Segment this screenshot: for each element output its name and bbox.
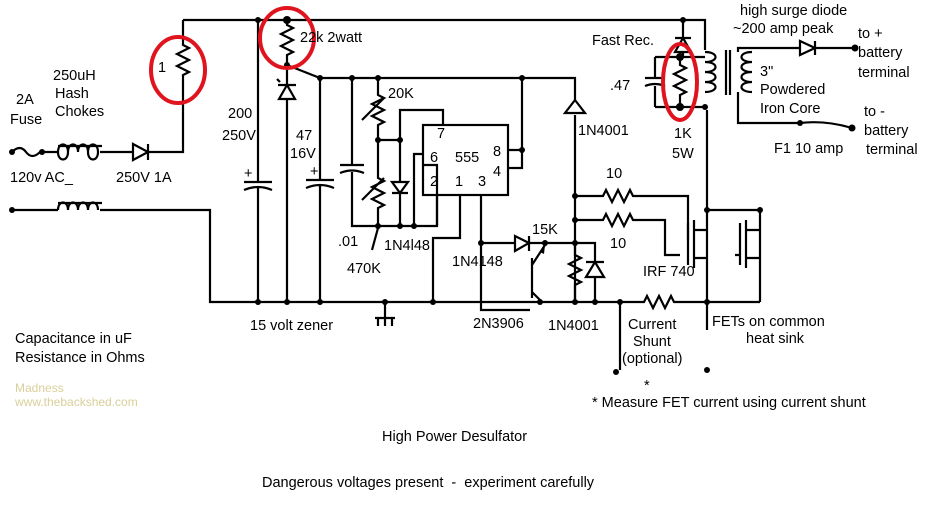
label: 250V	[222, 128, 256, 144]
label: high surge diode	[740, 3, 847, 19]
label: 5W	[672, 146, 694, 162]
label: 1	[158, 60, 166, 76]
label: battery	[858, 45, 903, 61]
fet-1	[686, 220, 707, 268]
label: IRF 740	[643, 264, 695, 280]
label: Current	[628, 317, 676, 333]
label: 250uH	[53, 68, 96, 84]
label: 2A	[16, 92, 34, 108]
legend-capacitance: Capacitance in uF	[15, 331, 132, 347]
label: 22k 2watt	[300, 30, 362, 46]
highlight-22k	[258, 6, 316, 70]
label: ~200 amp peak	[733, 21, 834, 37]
label: 1	[455, 174, 463, 190]
labels: 1 250uH Hash Chokes 2A Fuse 120v AC_ 250…	[10, 3, 918, 491]
label: 1N4148	[452, 254, 503, 270]
surge-diode	[798, 39, 818, 57]
label: Chokes	[55, 104, 104, 120]
label: 6	[430, 150, 438, 166]
label: terminal	[866, 142, 918, 158]
label: battery	[864, 123, 909, 139]
choke-1	[56, 143, 100, 161]
label: to +	[858, 26, 883, 42]
label: 10	[606, 166, 622, 182]
label: terminal	[858, 65, 910, 81]
measure-note: * Measure FET current using current shun…	[592, 395, 866, 411]
watermark: www.thebackshed.com	[14, 395, 138, 409]
label: 15K	[532, 222, 558, 238]
label: 1K	[674, 126, 692, 142]
label: Fast Rec.	[592, 33, 654, 49]
label: 10	[610, 236, 626, 252]
label: 3	[478, 174, 486, 190]
fet-2	[735, 220, 760, 268]
label: 2N3906	[473, 316, 524, 332]
svg-text:+: +	[244, 166, 252, 182]
wires: + +	[9, 16, 859, 375]
label: 7	[437, 126, 445, 142]
label: 250V 1A	[116, 170, 172, 186]
transformer-secondary	[740, 50, 753, 94]
label: F1 10 amp	[774, 141, 843, 157]
label: heat sink	[746, 331, 805, 347]
label: 2	[430, 174, 438, 190]
label: Powdered	[760, 82, 825, 98]
label: 47	[296, 128, 312, 144]
label: Shunt	[633, 334, 671, 350]
label: FETs on common	[712, 314, 825, 330]
legend-resistance: Resistance in Ohms	[15, 350, 145, 366]
label: 470K	[347, 261, 381, 277]
label: 8	[493, 144, 501, 160]
transformer-primary	[704, 50, 717, 94]
label: 4	[493, 164, 501, 180]
diagram-title: High Power Desulfator	[382, 429, 527, 445]
label: 1N4001	[548, 318, 599, 334]
label: Hash	[55, 86, 89, 102]
label: .47	[610, 78, 630, 94]
label: Iron Core	[760, 101, 820, 117]
label: 15 volt zener	[250, 318, 333, 334]
asterisk: *	[644, 378, 650, 394]
ic-555	[421, 123, 510, 197]
label: 1N4l48	[384, 238, 430, 254]
label: 16V	[290, 146, 316, 162]
highlight-1-ohm	[149, 35, 207, 105]
label: 1N4001	[578, 123, 629, 139]
diode-1n4001-top	[562, 98, 588, 115]
label: 200	[228, 106, 252, 122]
transistor-2n3906	[530, 244, 546, 303]
label: 20K	[388, 86, 414, 102]
label: 3"	[760, 64, 773, 80]
label: (optional)	[622, 351, 682, 367]
watermark: Madness	[15, 381, 64, 395]
label: to -	[864, 104, 885, 120]
label: Fuse	[10, 112, 42, 128]
label: .01	[338, 234, 358, 250]
warning-note: Dangerous voltages present - experiment …	[262, 475, 595, 491]
svg-text:+: +	[310, 164, 318, 180]
label: 120v AC_	[10, 170, 74, 186]
choke-2	[56, 201, 102, 211]
label: 555	[455, 150, 479, 166]
diode-250v	[131, 142, 151, 162]
highlight-1k	[661, 42, 699, 122]
